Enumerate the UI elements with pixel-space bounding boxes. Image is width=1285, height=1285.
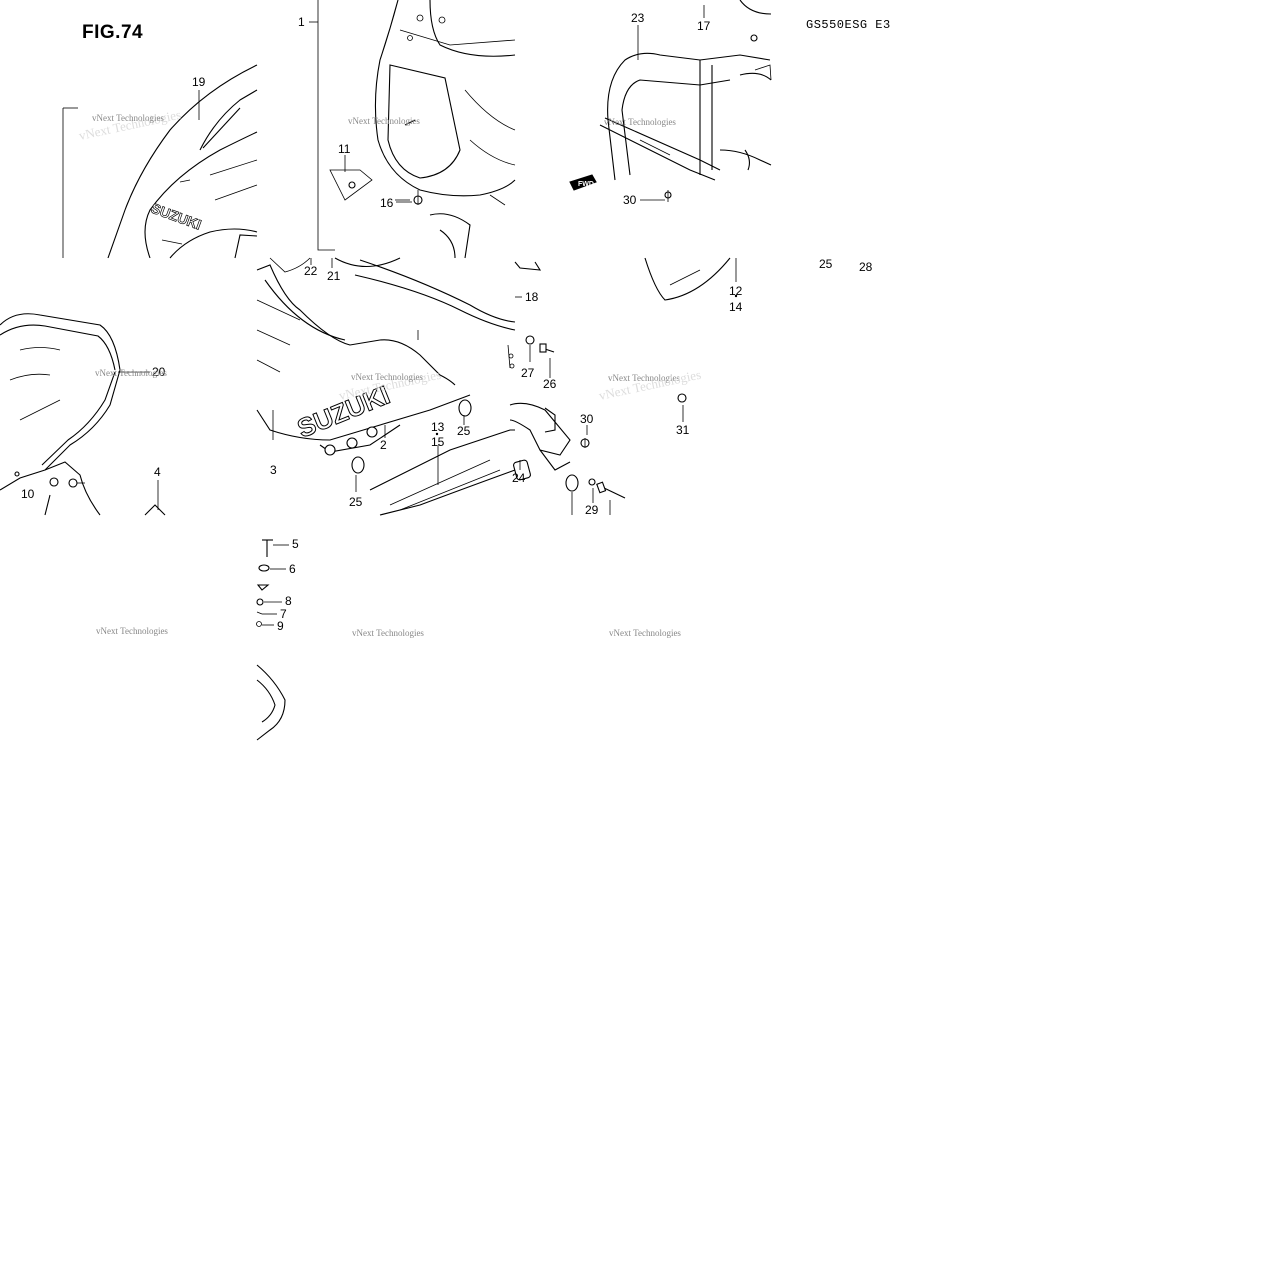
callout-30: 30 [580, 412, 594, 426]
windscreen-lower-drawing [0, 313, 166, 516]
callout-5: 5 [292, 537, 299, 551]
callout-25: 25 [349, 495, 363, 509]
callout-28: 28 [859, 260, 873, 274]
svg-text:vNext Technologies: vNext Technologies [604, 117, 676, 127]
svg-text:vNext Technologies: vNext Technologies [352, 628, 424, 638]
callout-15: 15 [431, 435, 445, 449]
callout-8: 8 [285, 594, 292, 608]
figure-title: FIG.74 [82, 22, 144, 43]
callout-17: 17 [697, 19, 711, 33]
svg-text:vNext Technologies: vNext Technologies [96, 626, 168, 636]
callout-3: 3 [270, 463, 277, 477]
callout-27: 27 [521, 366, 535, 380]
svg-text:vNext Technologies: vNext Technologies [348, 116, 420, 126]
callout-labels: 1 2 3 4 5 6 7 8 9 10 11 12 13 14 15 16 1… [21, 11, 873, 633]
callout-18: 18 [525, 290, 539, 304]
suzuki-logo-upper: SUZUKI [149, 199, 204, 233]
svg-text:vNext Technologies: vNext Technologies [92, 113, 164, 123]
callout-2: 2 [380, 438, 387, 452]
callout-10: 10 [21, 487, 35, 501]
callout-11: 11 [338, 142, 351, 156]
callout-1: 1 [298, 15, 305, 29]
callout-4: 4 [154, 465, 161, 479]
front-cowl-drawing [317, 0, 516, 259]
svg-text:SUZUKI: SUZUKI [149, 200, 203, 233]
callout-30: 30 [623, 193, 637, 207]
model-code: GS550ESG E3 [806, 18, 891, 32]
svg-text:vNext Technologies: vNext Technologies [609, 628, 681, 638]
callout-6: 6 [289, 562, 296, 576]
windscreen-upper-drawing: SUZUKI [62, 64, 258, 259]
leader-lines [118, 5, 738, 626]
callout-16: 16 [380, 196, 394, 210]
callout-13: 13 [431, 420, 445, 434]
fwd-arrow-label: FWD [578, 181, 594, 188]
callout-22: 22 [304, 264, 318, 278]
callout-29: 29 [585, 503, 599, 517]
callout-26: 26 [543, 377, 557, 391]
svg-text:vNext Technologies: vNext Technologies [351, 372, 423, 382]
svg-text:vNext Technologies: vNext Technologies [95, 368, 167, 378]
callout-23: 23 [631, 11, 645, 25]
callout-14: 14 [729, 300, 743, 314]
cowl-bracket-drawing: FWD [569, 0, 772, 202]
callout-19: 19 [192, 75, 206, 89]
callout-25: 25 [457, 424, 471, 438]
callout-20: 20 [152, 365, 166, 379]
callout-7: 7 [280, 607, 287, 621]
callout-24: 24 [512, 471, 526, 485]
watermarks: vNext Technologies vNext Technologies vN… [78, 107, 703, 638]
mounting-hardware-drawing [507, 257, 731, 499]
callout-21: 21 [327, 269, 341, 283]
callout-12: 12 [729, 284, 743, 298]
callout-9: 9 [277, 619, 284, 633]
small-fasteners-drawing [256, 539, 286, 741]
callout-25: 25 [819, 257, 833, 271]
svg-text:vNext Technologies: vNext Technologies [608, 373, 680, 383]
callout-31: 31 [676, 423, 690, 437]
